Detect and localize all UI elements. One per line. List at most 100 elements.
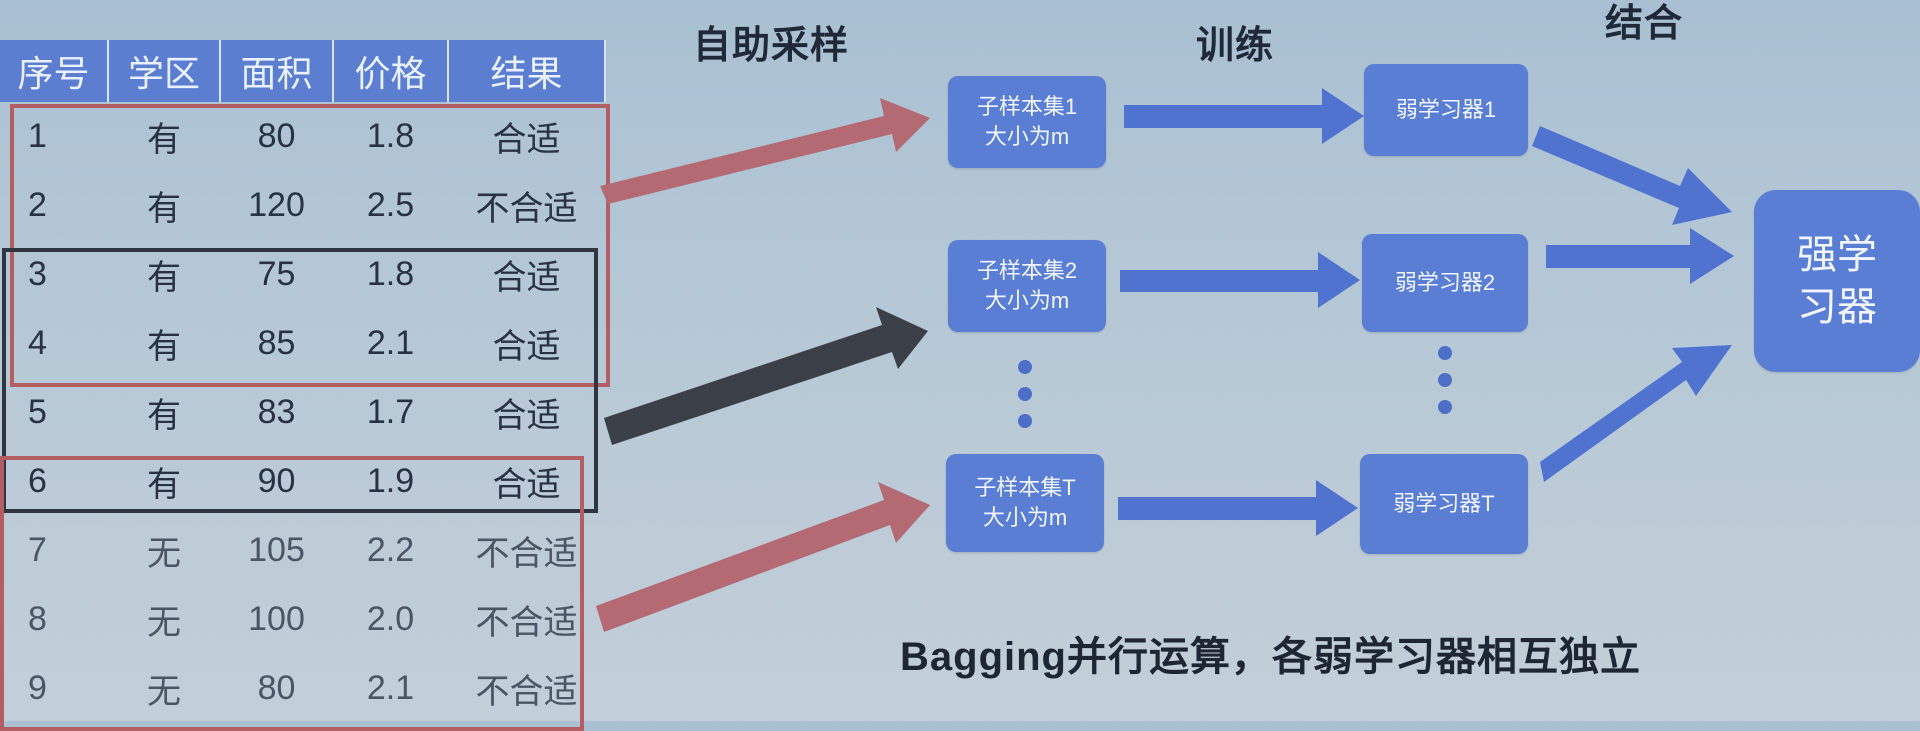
- subset-size-label: 大小为m: [984, 124, 1070, 149]
- cell-id: 3: [28, 255, 47, 293]
- cell-result: 不合适: [475, 604, 578, 642]
- cell-area: 90: [257, 462, 296, 500]
- cell-result: 合适: [492, 121, 561, 159]
- cell-id: 1: [28, 117, 47, 155]
- combine-arrow-1: [1532, 126, 1732, 225]
- cell-price: 1.8: [366, 117, 415, 155]
- subset-label: 子样本集1: [976, 94, 1078, 119]
- subset-size-label: 大小为m: [984, 288, 1070, 313]
- ellipsis-dot: [1438, 400, 1452, 414]
- cell-result: 不合适: [475, 535, 578, 573]
- cell-result: 不合适: [475, 673, 578, 711]
- cell-price: 2.1: [366, 324, 415, 362]
- subset-ellipsis: [1018, 360, 1032, 441]
- sampling-arrow-1: [600, 98, 930, 204]
- cell-price: 1.7: [366, 393, 415, 431]
- cell-price: 2.0: [366, 600, 415, 638]
- combine-arrow-3: [1540, 345, 1732, 482]
- weak-learner-node-t: 弱学习器T: [1360, 454, 1528, 554]
- cell-result: 合适: [492, 397, 561, 435]
- learner-ellipsis: [1438, 346, 1452, 427]
- header-area: 面积: [220, 40, 334, 102]
- cell-area: 83: [257, 393, 296, 431]
- strong-learner-label-line2: 习器: [1797, 285, 1877, 329]
- cell-area: 75: [257, 255, 296, 293]
- sampling-arrow-3: [596, 482, 930, 632]
- cell-price: 1.8: [366, 255, 415, 293]
- cell-result: 合适: [492, 466, 561, 504]
- ellipsis-dot: [1018, 360, 1032, 374]
- subset-node-1: 子样本集1 大小为m: [948, 76, 1106, 168]
- cell-school-district: 无: [147, 535, 181, 573]
- ellipsis-dot: [1438, 346, 1452, 360]
- subset-label: 子样本集T: [974, 475, 1076, 500]
- sample-box-1: [10, 104, 610, 387]
- cell-result: 合适: [492, 259, 561, 297]
- cell-price: 2.1: [366, 669, 415, 707]
- strong-learner-node: 强学 习器: [1754, 190, 1920, 372]
- cell-id: 2: [28, 186, 47, 224]
- ellipsis-dot: [1018, 414, 1032, 428]
- header-price: 价格: [333, 40, 449, 102]
- stage-title-sampling: 自助采样: [693, 25, 850, 67]
- header-result: 结果: [448, 40, 606, 102]
- cell-area: 105: [248, 531, 305, 569]
- cell-result: 不合适: [475, 190, 578, 228]
- cell-school-district: 无: [147, 604, 181, 642]
- sample-box-2: [2, 248, 598, 513]
- cell-id: 6: [28, 462, 47, 500]
- stage-title-training: 训练: [1196, 25, 1275, 67]
- sampling-arrow-2: [604, 307, 928, 445]
- subset-size-label: 大小为m: [982, 505, 1068, 530]
- cell-area: 85: [257, 324, 296, 362]
- cell-school-district: 有: [147, 328, 181, 366]
- table-row: 7 无 105 2.2 不合适: [0, 516, 605, 585]
- cell-id: 8: [28, 600, 47, 638]
- table-row: 4 有 85 2.1 合适: [0, 309, 605, 378]
- weak-learner-label: 弱学习器1: [1395, 97, 1497, 122]
- cell-area: 80: [257, 669, 296, 707]
- cell-price: 2.2: [366, 531, 415, 569]
- weak-learner-label: 弱学习器T: [1393, 491, 1495, 516]
- cell-school-district: 有: [147, 190, 181, 228]
- cell-school-district: 有: [147, 259, 181, 297]
- cell-school-district: 无: [147, 673, 181, 711]
- cell-school-district: 有: [147, 121, 181, 159]
- stage-title-combining: 结合: [1605, 3, 1684, 45]
- header-school-district: 学区: [108, 40, 221, 102]
- table-row: 9 无 80 2.1 不合适: [0, 654, 605, 723]
- header-id: 序号: [0, 40, 109, 102]
- cell-price: 1.9: [366, 462, 415, 500]
- cell-school-district: 有: [147, 397, 181, 435]
- sample-table: 序号 学区 面积 价格 结果 1 有 80 1.8 合适 2 有 120 2.5…: [0, 40, 606, 723]
- train-arrow-1: [1124, 88, 1364, 144]
- weak-learner-label: 弱学习器2: [1394, 270, 1496, 295]
- ellipsis-dot: [1018, 387, 1032, 401]
- table-row: 1 有 80 1.8 合适: [0, 102, 605, 171]
- cell-area: 80: [257, 117, 296, 155]
- cell-id: 7: [28, 531, 47, 569]
- bagging-caption: Bagging并行运算，各弱学习器相互独立: [900, 635, 1641, 679]
- table-row: 8 无 100 2.0 不合适: [0, 585, 605, 654]
- strong-learner-label-line1: 强学: [1797, 233, 1877, 277]
- cell-result: 合适: [492, 328, 561, 366]
- subset-node-t: 子样本集T 大小为m: [946, 454, 1104, 552]
- weak-learner-node-1: 弱学习器1: [1364, 64, 1528, 156]
- subset-node-2: 子样本集2 大小为m: [948, 240, 1106, 332]
- table-row: 2 有 120 2.5 不合适: [0, 171, 605, 240]
- subset-label: 子样本集2: [976, 258, 1078, 283]
- cell-area: 120: [248, 186, 305, 224]
- ellipsis-dot: [1438, 373, 1452, 387]
- cell-id: 9: [28, 669, 47, 707]
- train-arrow-3: [1118, 480, 1358, 536]
- cell-id: 5: [28, 393, 47, 431]
- table-row: 6 有 90 1.9 合适: [0, 447, 605, 516]
- cell-school-district: 有: [147, 466, 181, 504]
- cell-price: 2.5: [366, 186, 415, 224]
- combine-arrow-2: [1546, 228, 1734, 284]
- table-row: 5 有 83 1.7 合适: [0, 378, 605, 447]
- weak-learner-node-2: 弱学习器2: [1362, 234, 1528, 332]
- table-row: 3 有 75 1.8 合适: [0, 240, 605, 309]
